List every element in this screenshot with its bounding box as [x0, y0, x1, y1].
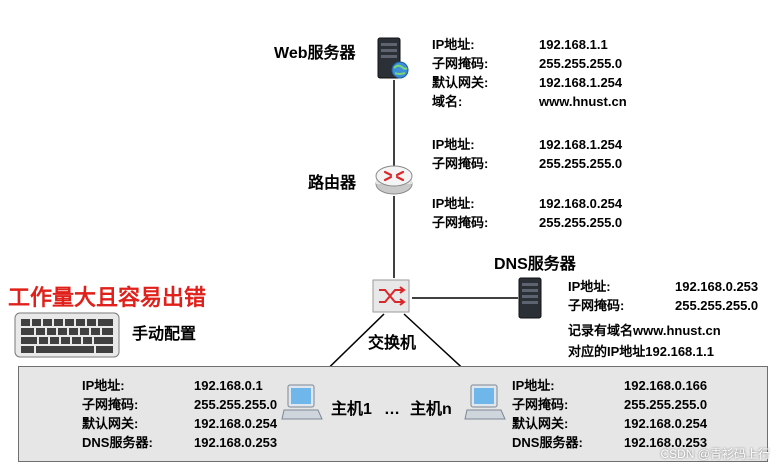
hostn-gateway-key: 默认网关:: [512, 416, 569, 431]
router-icon: [375, 165, 413, 195]
hostn-mask-value: 255.255.255.0: [624, 397, 708, 412]
router2-ip-key: IP地址:: [432, 196, 475, 211]
dns-ip-key: IP地址:: [568, 279, 611, 294]
web-ip-key: IP地址:: [432, 37, 475, 52]
host1-laptop-icon: [281, 384, 323, 420]
web-ip-value: 192.168.1.1: [539, 37, 608, 52]
web-domain-key: 域名:: [432, 94, 463, 109]
hostn-gateway-value: 192.168.0.254: [624, 416, 708, 431]
host1-gateway-key: 默认网关:: [82, 416, 139, 431]
hostn-dns-key: DNS服务器:: [512, 435, 583, 450]
router1-ip-value: 192.168.1.254: [539, 137, 623, 152]
web-server-icon: [377, 37, 409, 79]
host1-config: IP地址: 192.168.0.1 子网掩码: 255.255.255.0 默认网关…: [82, 378, 277, 451]
web-server-label: Web服务器: [274, 45, 356, 62]
warning-title: 工作量大且容易出错: [8, 285, 207, 310]
switch-icon: [372, 279, 410, 313]
host1-dns-value: 192.168.0.253: [194, 435, 278, 450]
dns-mask-key: 子网掩码:: [568, 298, 625, 313]
host1-label: 主机1: [331, 401, 372, 418]
router-label: 路由器: [308, 175, 357, 192]
web-mask-value: 255.255.255.0: [539, 56, 623, 71]
hostn-laptop-icon: [464, 384, 506, 420]
hostn-ip-key: IP地址:: [512, 378, 555, 393]
hostn-ip-value: 192.168.0.166: [624, 378, 708, 393]
hostn-config: IP地址: 192.168.0.166 子网掩码: 255.255.255.0 默认…: [512, 378, 707, 451]
hostn-label: 主机n: [410, 401, 452, 418]
router-iface2-config: IP地址: 192.168.0.254 子网掩码: 255.255.255.0: [432, 196, 622, 231]
watermark: CSDN @青衫码上行: [660, 447, 770, 461]
web-server-config: IP地址: 192.168.1.1 子网掩码: 255.255.255.0 默认网关…: [432, 37, 627, 110]
router2-mask-value: 255.255.255.0: [539, 215, 623, 230]
router1-mask-value: 255.255.255.0: [539, 156, 623, 171]
router1-ip-key: IP地址:: [432, 137, 475, 152]
host1-ip-value: 192.168.0.1: [194, 378, 263, 393]
host1-mask-value: 255.255.255.0: [194, 397, 278, 412]
web-mask-key: 子网掩码:: [432, 56, 489, 71]
hosts-panel: [18, 366, 768, 462]
router1-mask-key: 子网掩码:: [432, 156, 489, 171]
dns-server-label: DNS服务器: [494, 256, 576, 273]
dns-record-line1: 记录有域名www.hnust.cn: [568, 323, 721, 338]
router-iface1-config: IP地址: 192.168.1.254 子网掩码: 255.255.255.0: [432, 137, 622, 172]
hostn-dns-value: 192.168.0.253: [624, 435, 708, 450]
host1-gateway-value: 192.168.0.254: [194, 416, 278, 431]
switch-label: 交换机: [368, 335, 417, 352]
hosts-ellipsis: …: [384, 401, 400, 418]
dns-mask-value: 255.255.255.0: [675, 298, 759, 313]
hostn-mask-key: 子网掩码:: [512, 397, 569, 412]
manual-config-label: 手动配置: [132, 326, 197, 343]
host1-dns-key: DNS服务器:: [82, 435, 153, 450]
web-gateway-value: 192.168.1.254: [539, 75, 623, 90]
dns-server-config: IP地址: 192.168.0.253 子网掩码: 255.255.255.0: [568, 279, 758, 314]
dns-ip-value: 192.168.0.253: [675, 279, 759, 294]
dns-record-line2: 对应的IP地址192.168.1.1: [568, 344, 714, 359]
router2-mask-key: 子网掩码:: [432, 215, 489, 230]
keyboard-icon: [14, 312, 120, 358]
web-gateway-key: 默认网关:: [432, 75, 489, 90]
dns-server-icon: [518, 277, 542, 319]
host1-ip-key: IP地址:: [82, 378, 125, 393]
router2-ip-value: 192.168.0.254: [539, 196, 623, 211]
web-domain-value: www.hnust.cn: [539, 94, 627, 109]
host1-mask-key: 子网掩码:: [82, 397, 139, 412]
